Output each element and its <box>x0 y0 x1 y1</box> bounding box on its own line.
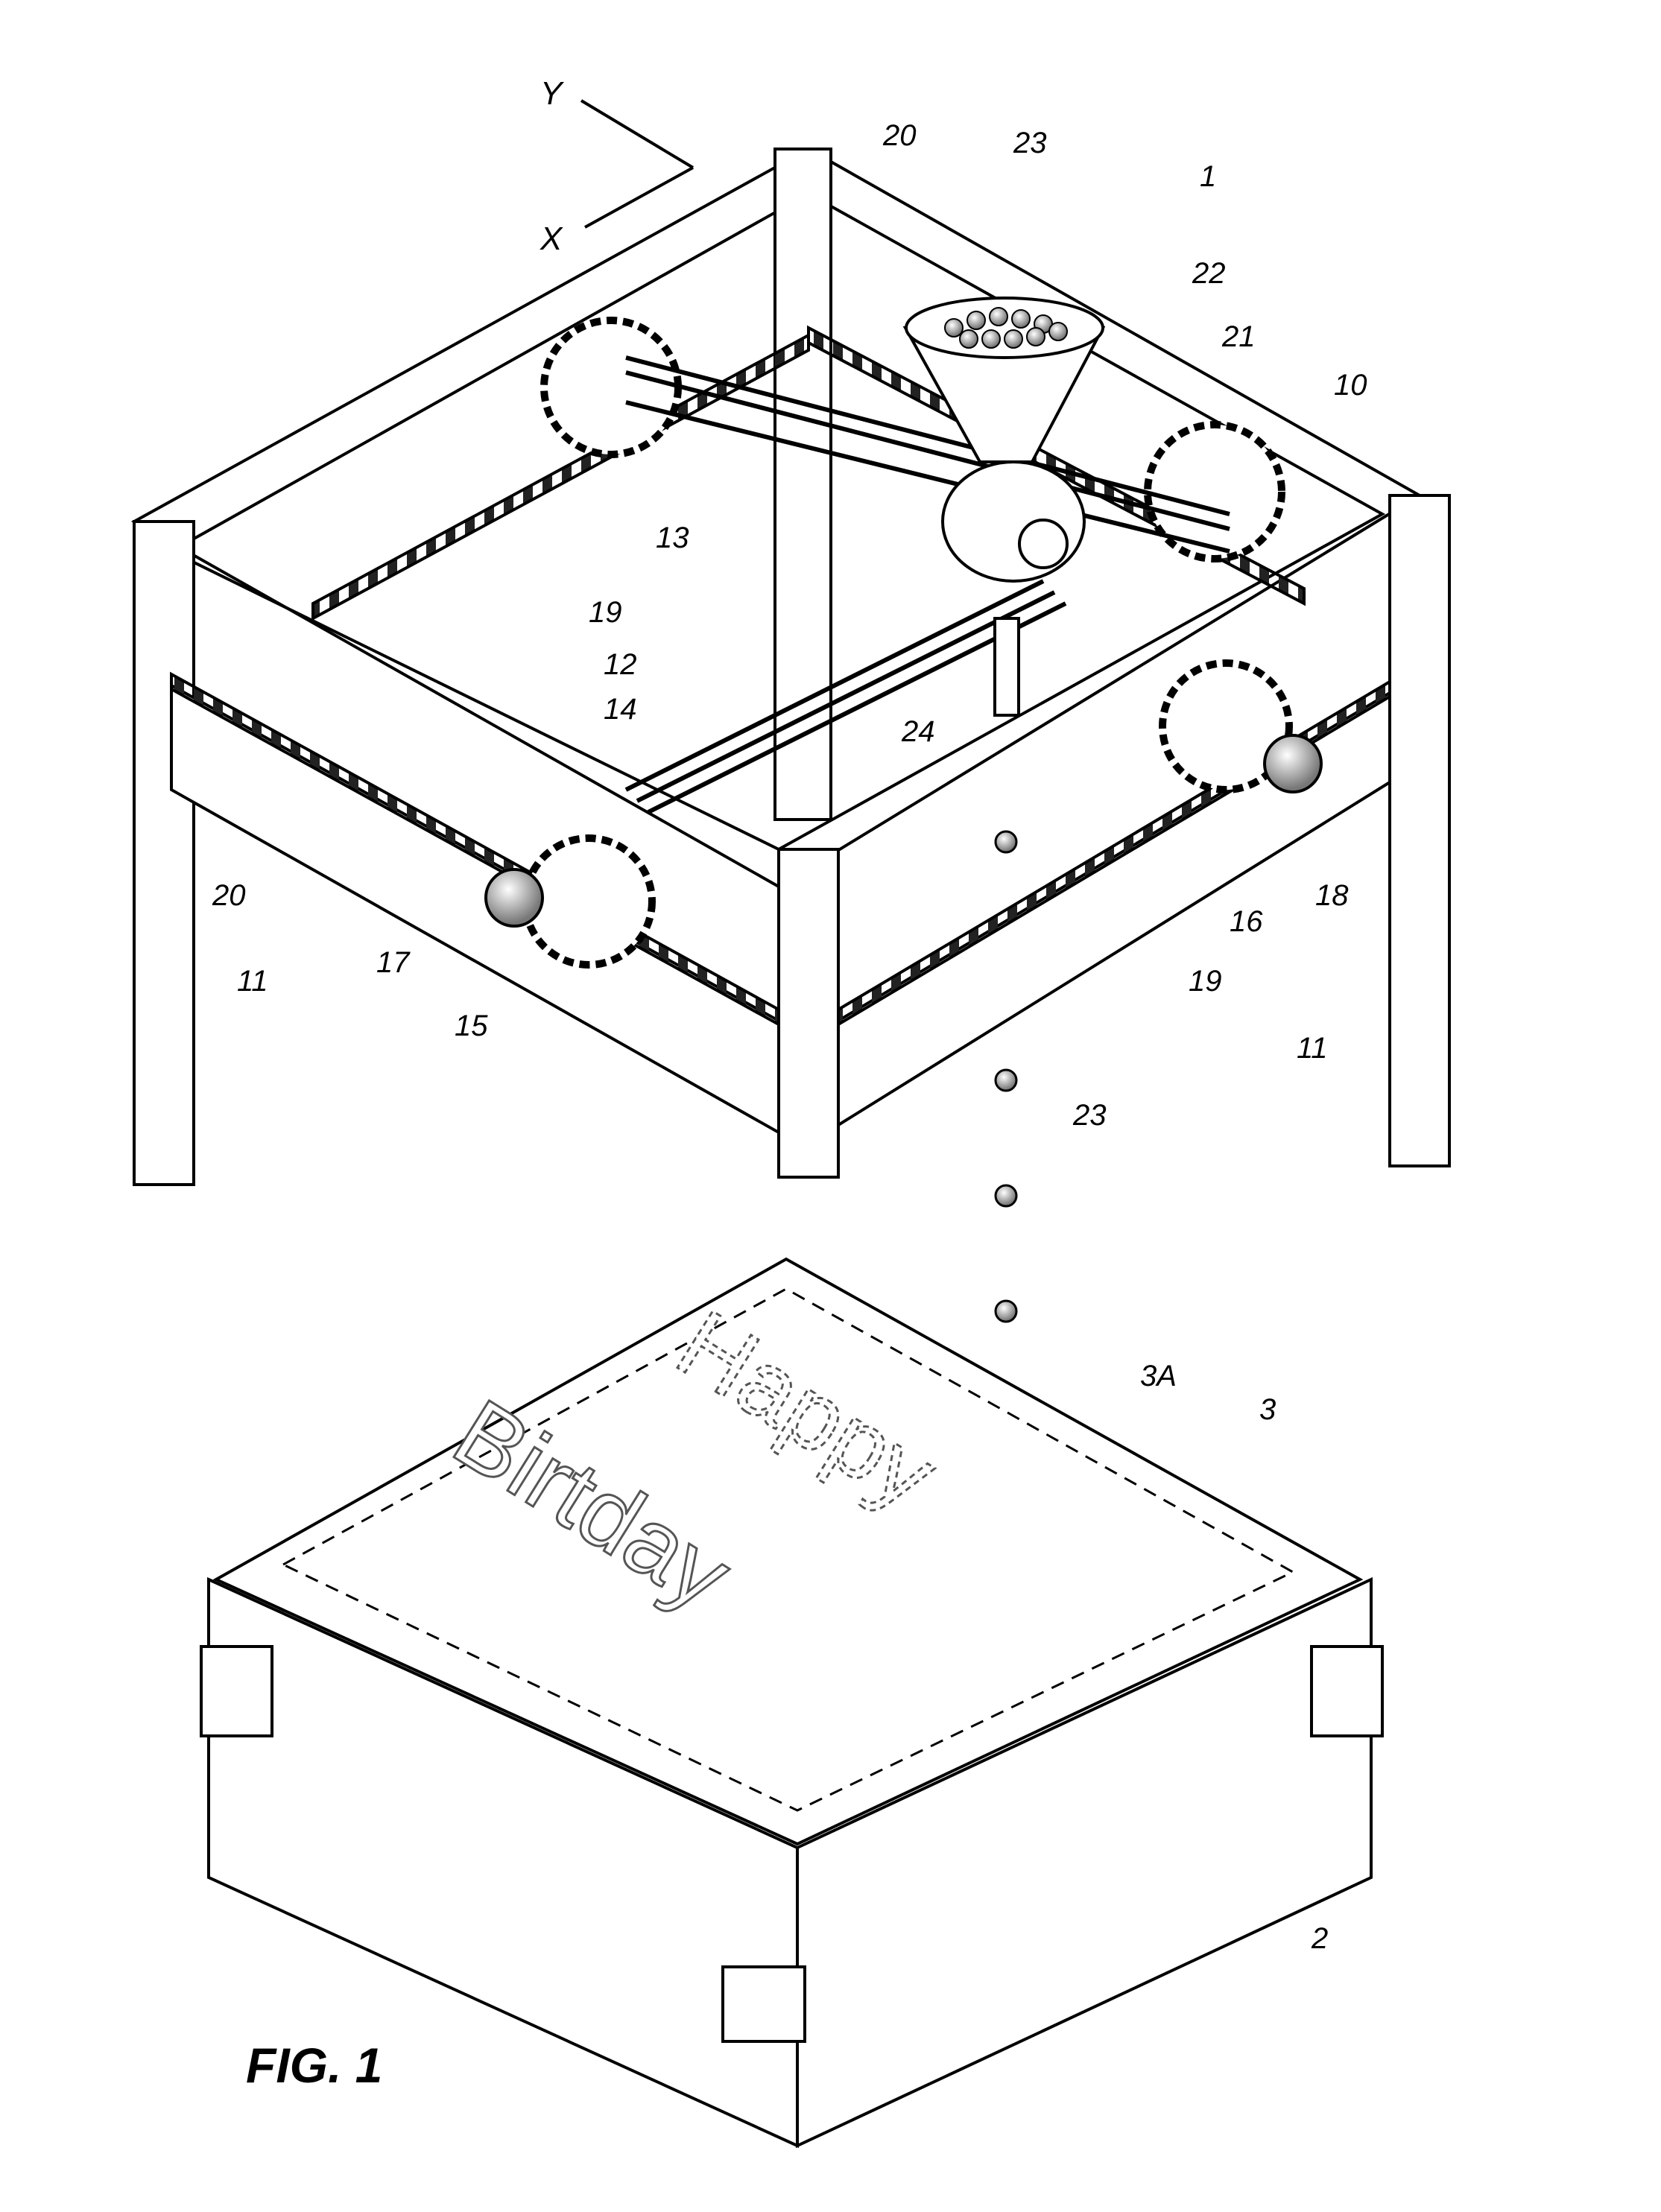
leg-front-left <box>134 522 194 1185</box>
ref-18: 18 <box>1315 879 1349 912</box>
ref-15: 15 <box>455 1010 488 1042</box>
pan-clip-front <box>723 1967 805 2041</box>
ref-23-top: 23 <box>1013 127 1047 159</box>
ref-10: 10 <box>1334 369 1367 402</box>
motor-18 <box>1265 735 1321 792</box>
dispenser-head-21 <box>943 462 1084 581</box>
leg-front-right <box>1390 495 1449 1166</box>
ref-21: 21 <box>1221 320 1256 353</box>
ref-24: 24 <box>901 715 935 748</box>
frame-legs <box>134 149 1449 1185</box>
gear-15 <box>525 838 652 965</box>
ref-14: 14 <box>604 693 637 726</box>
axis-label-x: X <box>540 221 563 257</box>
x-axis-arrow <box>585 168 693 227</box>
ref-11-right: 11 <box>1297 1032 1328 1065</box>
ref-3A: 3A <box>1140 1360 1177 1392</box>
hopper-rim <box>906 298 1103 358</box>
pan-clip-left <box>201 1647 272 1736</box>
ref-20-left: 20 <box>212 879 246 912</box>
ref-19-top: 19 <box>589 596 622 629</box>
cake-pan-2: Birtday Happy <box>201 1259 1382 2146</box>
ref-22: 22 <box>1192 257 1226 290</box>
ref-23-mid: 23 <box>1072 1099 1107 1132</box>
gear-back-left <box>544 320 678 454</box>
ref-11-left: 11 <box>237 965 268 998</box>
ref-17: 17 <box>376 946 411 979</box>
motor-17 <box>486 869 542 926</box>
ref-3: 3 <box>1259 1393 1276 1426</box>
ref-16: 16 <box>1230 905 1263 938</box>
figure-caption: FIG. 1 <box>246 2038 382 2093</box>
ref-2: 2 <box>1311 1922 1328 1955</box>
ref-1: 1 <box>1200 160 1216 193</box>
pan-clip-right <box>1312 1647 1382 1736</box>
ref-19-right: 19 <box>1189 965 1222 998</box>
axis-indicator <box>581 101 693 227</box>
ref-12: 12 <box>604 648 637 681</box>
leg-front-center <box>779 849 838 1177</box>
ref-13: 13 <box>656 522 689 554</box>
axis-label-y: Y <box>540 75 564 112</box>
ref-20-top: 20 <box>882 119 917 152</box>
dispenser-knob <box>1019 520 1067 568</box>
gear-back-right <box>1148 425 1282 559</box>
y-axis-arrow <box>581 101 693 168</box>
nozzle-24 <box>995 618 1019 715</box>
